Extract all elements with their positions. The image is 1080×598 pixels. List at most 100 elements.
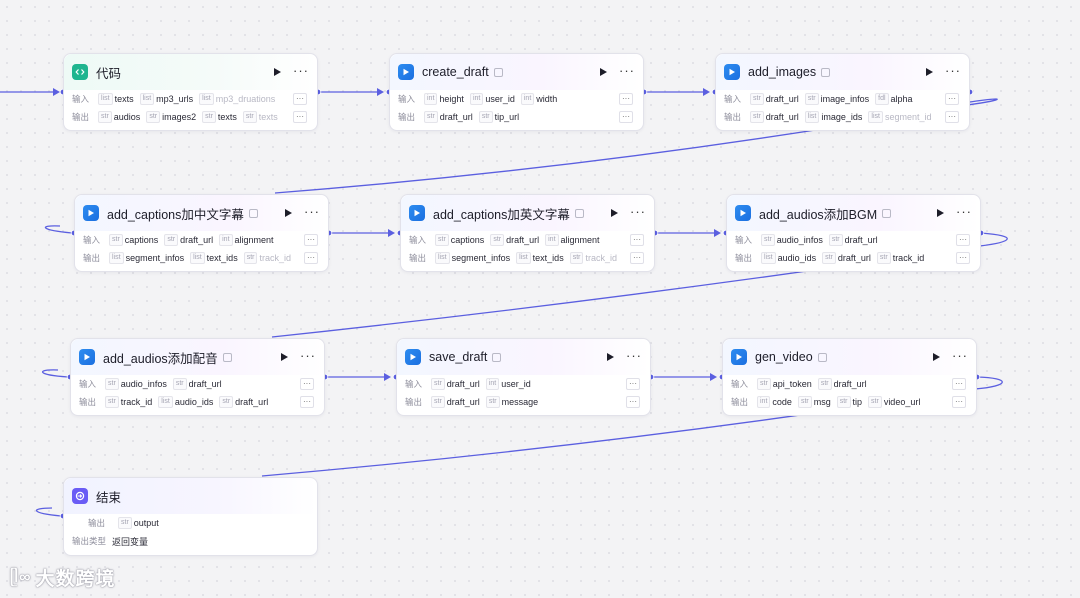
node-title: add_images bbox=[748, 65, 817, 79]
run-node-button[interactable] bbox=[274, 68, 281, 76]
plugin-badge-icon bbox=[222, 352, 232, 362]
run-node-button[interactable] bbox=[281, 353, 288, 361]
node-header[interactable]: save_draft··· bbox=[397, 339, 650, 375]
run-node-button[interactable] bbox=[285, 209, 292, 217]
output-type-row: 输出类型 返回变量 bbox=[64, 532, 317, 550]
run-node-button[interactable] bbox=[937, 209, 944, 217]
run-node-button[interactable] bbox=[933, 353, 940, 361]
param-type: str bbox=[757, 378, 771, 390]
param-overflow-icon[interactable]: ··· bbox=[293, 93, 307, 105]
param-name: audio_infos bbox=[120, 379, 167, 389]
node-header[interactable]: add_captions加中文字幕··· bbox=[75, 195, 328, 231]
run-node-button[interactable] bbox=[607, 353, 614, 361]
param-overflow-icon[interactable]: ··· bbox=[945, 93, 959, 105]
param-overflow-icon[interactable]: ··· bbox=[304, 252, 318, 264]
more-options-icon[interactable]: ··· bbox=[619, 62, 635, 78]
node-header[interactable]: 结束 bbox=[64, 478, 317, 514]
more-options-icon[interactable]: ··· bbox=[630, 203, 646, 219]
node-header[interactable]: gen_video··· bbox=[723, 339, 976, 375]
param-overflow-icon[interactable]: ··· bbox=[304, 234, 318, 246]
param-type: str bbox=[478, 111, 493, 123]
param-name: track_id bbox=[120, 397, 153, 407]
run-node-button[interactable] bbox=[600, 68, 607, 76]
param-type: str bbox=[817, 378, 832, 390]
edge-arrow bbox=[384, 373, 391, 381]
input-label: 输入 bbox=[731, 379, 749, 389]
param-overflow-icon[interactable]: ··· bbox=[626, 378, 640, 390]
param-overflow-icon[interactable]: ··· bbox=[293, 111, 307, 123]
node-header[interactable]: 代码··· bbox=[64, 54, 317, 90]
param-type: str bbox=[242, 111, 257, 123]
node-header[interactable]: add_audios添加配音··· bbox=[71, 339, 324, 375]
more-options-icon[interactable]: ··· bbox=[956, 203, 972, 219]
param-type: str bbox=[836, 396, 851, 408]
param-name: draft_url bbox=[765, 112, 799, 122]
more-options-icon[interactable]: ··· bbox=[626, 347, 642, 363]
watermark: ᥫ∞ 大数跨境 bbox=[10, 564, 116, 591]
param-name: captions bbox=[450, 235, 485, 245]
param-overflow-icon[interactable]: ··· bbox=[952, 378, 966, 390]
plugin-icon bbox=[79, 349, 95, 365]
more-options-icon[interactable]: ··· bbox=[300, 347, 316, 363]
param-overflow-icon[interactable]: ··· bbox=[626, 396, 640, 408]
node-title: create_draft bbox=[422, 65, 489, 79]
param-overflow-icon[interactable]: ··· bbox=[300, 378, 314, 390]
param-type: str bbox=[490, 234, 505, 246]
more-options-icon[interactable]: ··· bbox=[945, 62, 961, 78]
node-header[interactable]: add_captions加英文字幕··· bbox=[401, 195, 654, 231]
more-options-icon[interactable]: ··· bbox=[293, 62, 309, 78]
param-overflow-icon[interactable]: ··· bbox=[945, 111, 959, 123]
param-overflow-icon[interactable]: ··· bbox=[619, 111, 633, 123]
run-node-button[interactable] bbox=[926, 68, 933, 76]
param-overflow-icon[interactable]: ··· bbox=[956, 252, 970, 264]
param-overflow-icon[interactable]: ··· bbox=[956, 234, 970, 246]
param-name: track_id bbox=[585, 253, 617, 263]
param-overflow-icon[interactable]: ··· bbox=[300, 396, 314, 408]
input-label: 输入 bbox=[409, 235, 427, 245]
run-node-button[interactable] bbox=[611, 209, 618, 217]
node-header[interactable]: add_audios添加BGM ··· bbox=[727, 195, 980, 231]
param-overflow-icon[interactable]: ··· bbox=[619, 93, 633, 105]
more-options-icon[interactable]: ··· bbox=[952, 347, 968, 363]
param-type: list bbox=[435, 252, 450, 264]
node-end[interactable]: 结束 输出 str output 输出类型 返回变量 bbox=[63, 477, 318, 556]
param-overflow-icon[interactable]: ··· bbox=[630, 252, 644, 264]
node-title: add_audios添加BGM bbox=[759, 207, 878, 222]
param-name: track_id bbox=[259, 253, 291, 263]
plugin-icon bbox=[398, 64, 414, 80]
more-options-icon[interactable]: ··· bbox=[304, 203, 320, 219]
param-overflow-icon[interactable]: ··· bbox=[630, 234, 644, 246]
param-name: image_ids bbox=[821, 112, 863, 122]
output-param: str output bbox=[118, 517, 159, 529]
output-label: 输出 bbox=[735, 253, 753, 263]
param-overflow-icon[interactable]: ··· bbox=[952, 396, 966, 408]
node-header[interactable]: create_draft ··· bbox=[390, 54, 643, 90]
plugin-icon bbox=[731, 349, 747, 365]
param-type: int bbox=[757, 396, 771, 408]
param-type: str bbox=[485, 396, 500, 408]
input-label: 输入 bbox=[72, 94, 90, 104]
param-type: str bbox=[146, 111, 161, 123]
node-header[interactable]: add_images ··· bbox=[716, 54, 969, 90]
